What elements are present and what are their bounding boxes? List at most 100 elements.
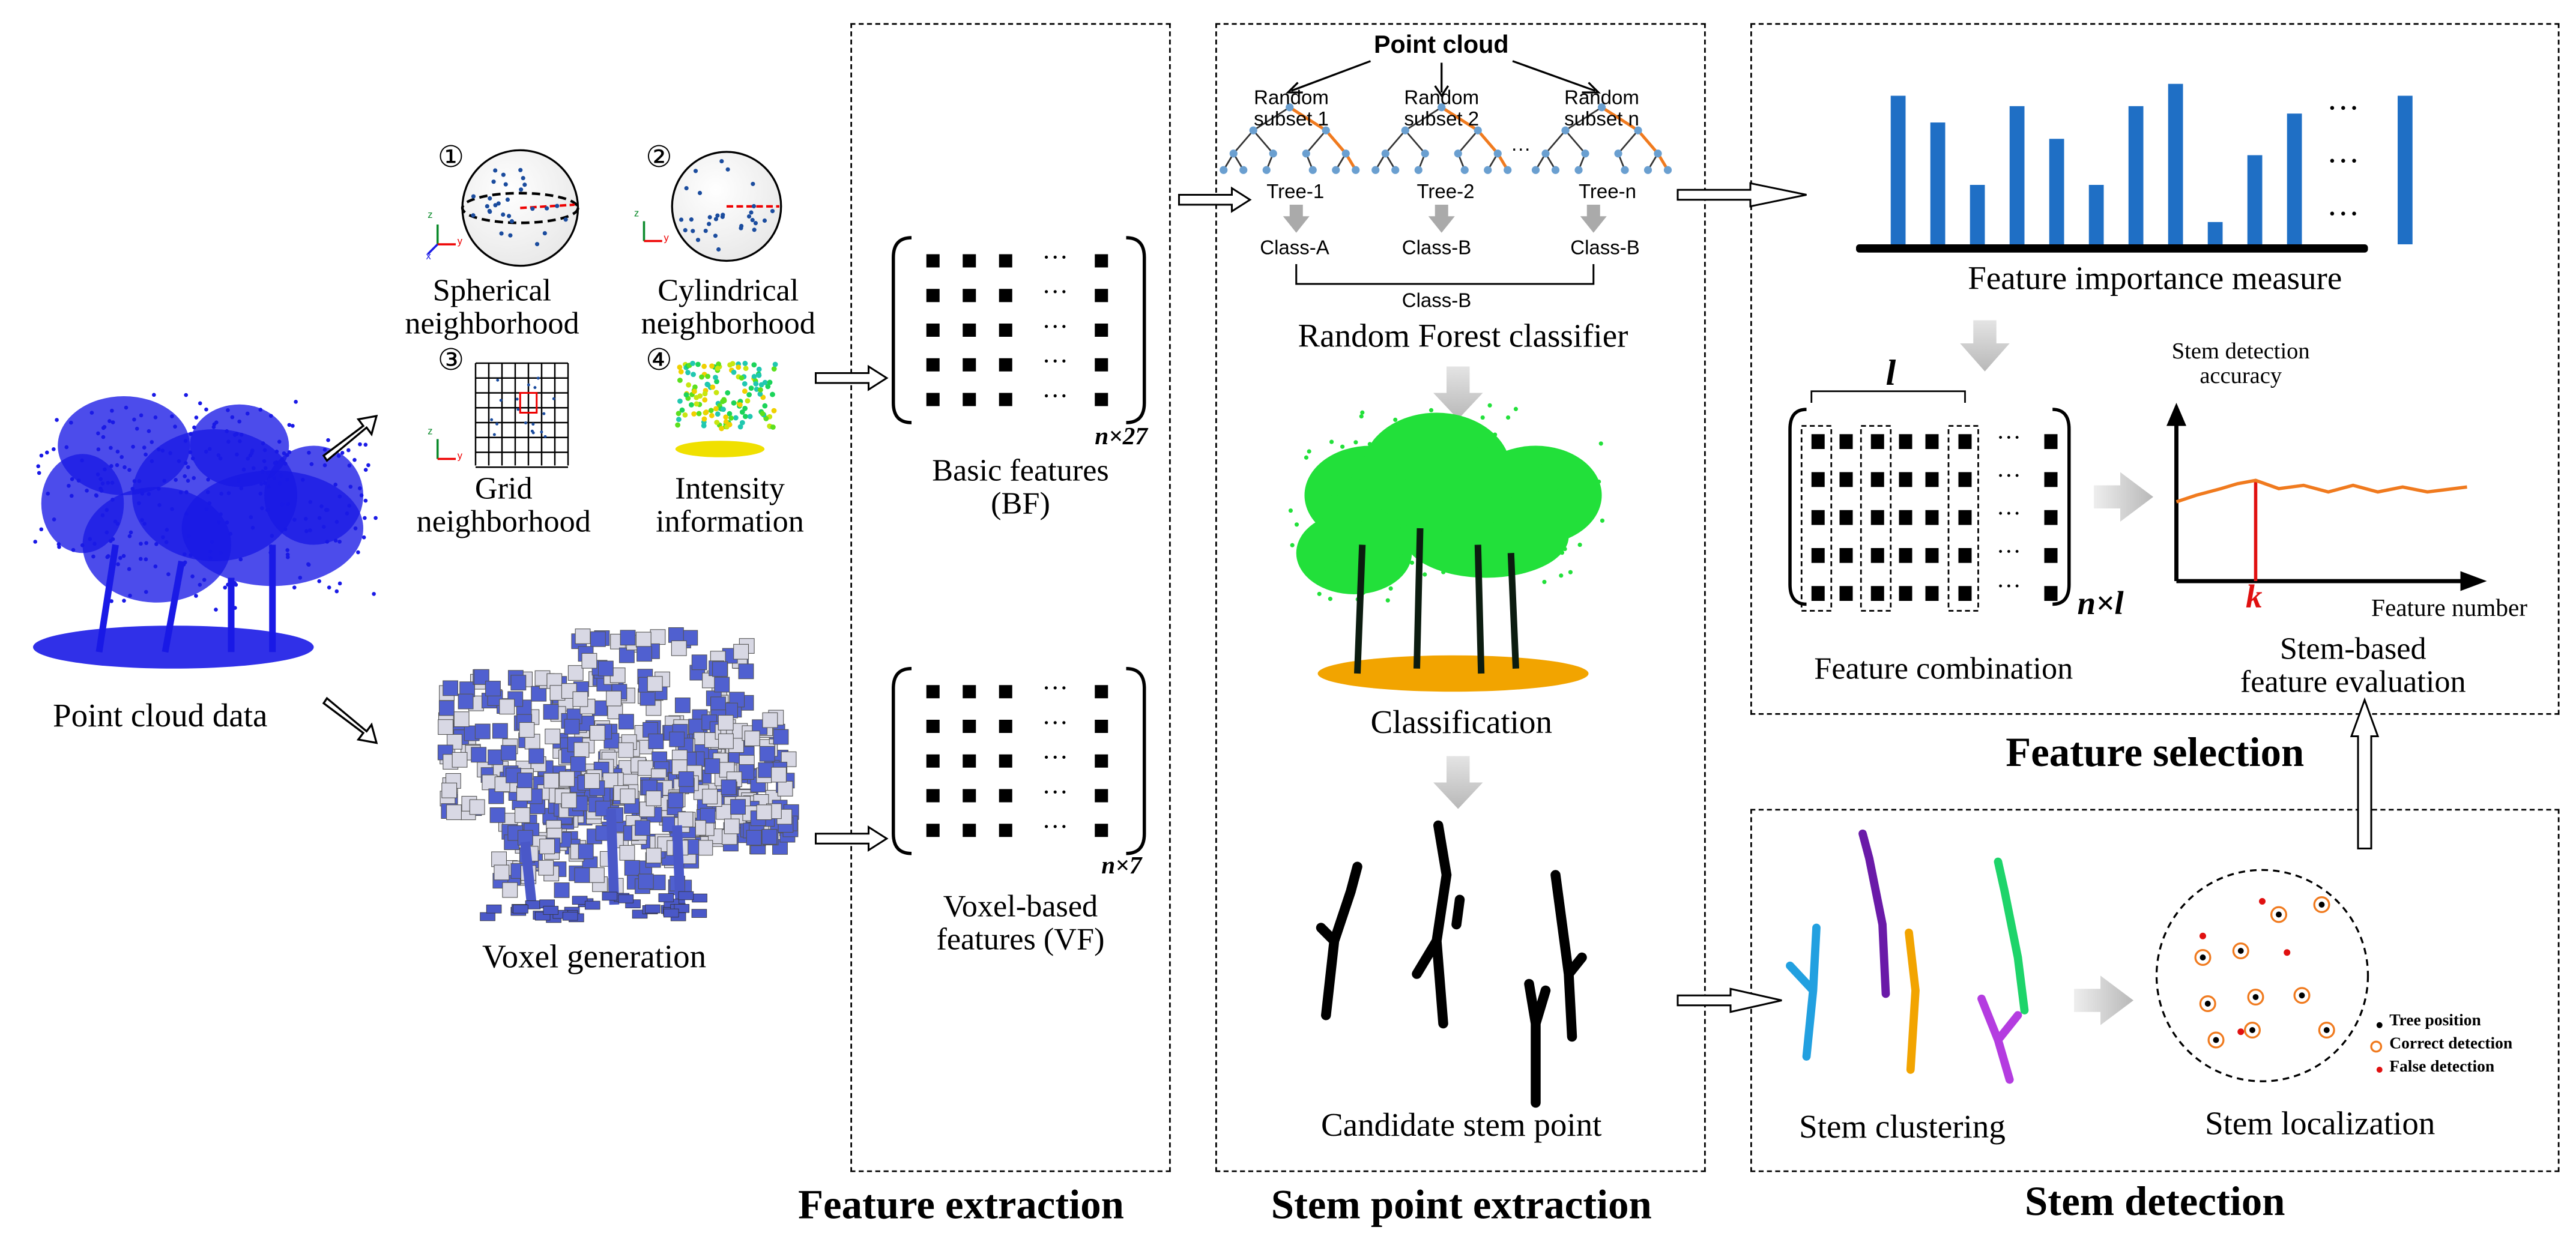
- point-cloud-point: [116, 562, 120, 567]
- grid-dot: [499, 399, 503, 402]
- intensity-point: [771, 408, 777, 414]
- intensity-point: [676, 417, 682, 423]
- rf-tree-node: [1302, 149, 1310, 158]
- importance-bar: [2287, 113, 2302, 244]
- sphere-dot: [485, 204, 489, 209]
- classification-point: [1379, 467, 1383, 472]
- voxel-cell: [733, 644, 749, 660]
- matrix-cell: [1095, 789, 1108, 803]
- grid-dot: [542, 412, 546, 415]
- comb-ellipsis-5: ···: [1996, 574, 2021, 601]
- intensity-point: [701, 423, 707, 429]
- importance-ellipsis-3: ···: [2326, 196, 2360, 233]
- intensity-point: [710, 384, 716, 390]
- voxel-cell: [718, 714, 734, 731]
- classification-point: [1543, 497, 1547, 502]
- intensity-point: [760, 411, 766, 417]
- point-cloud-point: [309, 462, 314, 466]
- point-cloud-point: [334, 520, 339, 524]
- cylinder-dot: [713, 234, 718, 238]
- rf-class-arrow: [1428, 205, 1455, 233]
- importance-ellipsis-2: ···: [2326, 143, 2360, 180]
- matrix-cell: [1095, 754, 1108, 768]
- point-cloud-point: [292, 517, 297, 522]
- tree-position-dot: [2213, 1037, 2219, 1043]
- rf-tree-edge: [1233, 130, 1254, 154]
- point-cloud-point: [219, 492, 223, 496]
- cylinder-dot: [725, 167, 730, 172]
- voxel-cell: [669, 731, 685, 747]
- candidate-stem: [1550, 870, 1587, 1042]
- matrix-cell: [926, 254, 940, 268]
- voxel-cell: [777, 780, 793, 797]
- cylinder-dot: [695, 238, 701, 243]
- voxel-cell: [759, 746, 775, 762]
- point-cloud-point: [147, 429, 151, 433]
- spherical-neighborhood-icon: [426, 149, 579, 267]
- cylindrical-neighborhood-icon: [642, 151, 782, 262]
- intensity-point: [742, 381, 748, 387]
- grid-dot: [524, 421, 527, 424]
- point-cloud-point: [142, 445, 147, 450]
- point-cloud-point: [190, 574, 195, 579]
- correct-detection-ring: [2247, 988, 2264, 1006]
- importance-bar: [2398, 95, 2413, 244]
- voxel-cell: [746, 830, 762, 846]
- voxel-cell: [575, 629, 591, 644]
- matrix-cell: [1095, 685, 1108, 699]
- combination-cell: [1839, 472, 1853, 487]
- classification-point: [1582, 518, 1587, 523]
- classification-point: [1576, 520, 1580, 525]
- point-cloud-point: [298, 576, 303, 580]
- rf-tree-node: [1504, 166, 1512, 174]
- vf-ellipsis-2: ···: [1042, 710, 1069, 738]
- combination-cell: [1870, 548, 1884, 563]
- sphere-dot: [503, 182, 508, 187]
- cylinder-dot: [716, 247, 721, 252]
- combination-cell: [1839, 548, 1853, 563]
- sphere-dot: [542, 231, 547, 236]
- intensity-point: [713, 390, 719, 396]
- intensity-point: [757, 391, 763, 397]
- classification-point: [1329, 495, 1334, 500]
- classification-point: [1528, 532, 1533, 537]
- combination-dimension: n×l: [2077, 586, 2124, 622]
- point-cloud-point: [33, 540, 37, 544]
- point-cloud-point: [352, 457, 357, 462]
- point-cloud-point: [127, 468, 132, 472]
- voxel-cell: [721, 779, 737, 795]
- matrix-cell: [926, 789, 940, 803]
- intensity-point: [727, 362, 733, 368]
- voxel-cell: [674, 697, 691, 713]
- cylinder-dot: [753, 221, 758, 226]
- point-cloud-point: [76, 478, 81, 483]
- classification-point: [1569, 499, 1574, 504]
- classification-point: [1365, 537, 1370, 542]
- intensity-point: [763, 415, 769, 421]
- combination-cell: [1899, 434, 1912, 449]
- classification-point: [1409, 560, 1415, 565]
- voxel-cell: [494, 864, 510, 881]
- axis-letter-z-1: z: [428, 211, 433, 222]
- point-cloud-point: [234, 432, 239, 436]
- importance-label: Feature importance measure: [1968, 261, 2342, 297]
- cylinder-dot: [679, 217, 684, 222]
- voxel-cell: [606, 690, 622, 707]
- point-cloud-point: [89, 411, 94, 415]
- point-cloud-point: [132, 479, 137, 483]
- point-cloud-point: [132, 417, 136, 422]
- intensity-point: [689, 402, 694, 408]
- rf-tree-edge: [1385, 130, 1406, 154]
- clustered-stem: [1905, 928, 1920, 1074]
- matrix-cell: [999, 789, 1012, 803]
- point-cloud-point: [55, 418, 59, 422]
- classification-point: [1461, 456, 1466, 461]
- voxel-cell: [716, 804, 731, 820]
- feature-selection-title: Feature selection: [2006, 731, 2305, 776]
- point-cloud-point: [245, 411, 250, 416]
- cylinder-dot: [707, 215, 712, 220]
- point-cloud-point: [246, 456, 250, 461]
- importance-bar: [2247, 155, 2263, 244]
- grid-dot: [531, 423, 535, 426]
- importance-bar: [2009, 106, 2025, 244]
